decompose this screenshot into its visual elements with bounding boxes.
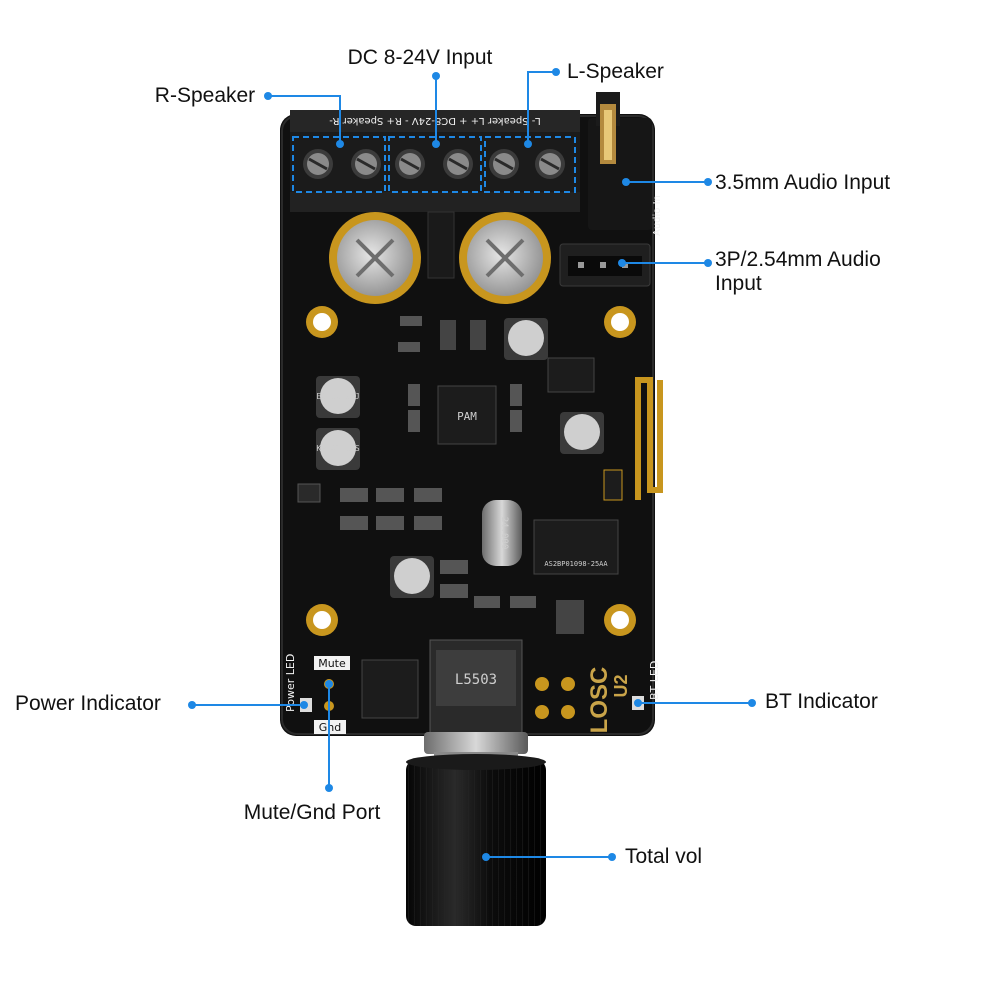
terminal-screws <box>303 149 565 179</box>
bt-led-silkscreen: BT LED <box>648 661 661 700</box>
total-vol-label: Total vol <box>625 845 702 868</box>
pcb-antenna <box>635 377 663 500</box>
mute-silkscreen: Mute <box>318 657 346 670</box>
header-3p <box>559 243 651 287</box>
callout-l-speaker: L-Speaker <box>524 60 664 148</box>
volume-knob <box>406 732 546 926</box>
regulator-label: L5503 <box>455 672 497 688</box>
gold-pads <box>535 677 575 719</box>
audio-35-label: 3.5mm Audio Input <box>715 171 890 194</box>
mute-gnd-port-label: Mute/Gnd Port <box>244 801 381 824</box>
small-smd-parts <box>297 316 623 634</box>
svg-text:24.000: 24.000 <box>499 517 509 550</box>
small-capacitors: E0 10 35J K9 47 16S <box>316 318 604 598</box>
amplifier-chip: PAM <box>437 385 497 445</box>
callout-audio-3p: 3P/2.54mm Audio Input <box>618 248 881 295</box>
large-capacitors <box>329 211 551 304</box>
terminal-silkscreen: L- Speaker L+ + DC8-24V - R+ Speaker R- <box>329 115 541 126</box>
cap-small-1-label: E0 10 35J <box>316 392 359 401</box>
callout-total-vol: Total vol <box>482 845 702 868</box>
cap-small-2-label: K9 47 16S <box>316 444 360 453</box>
mute-chip <box>361 659 419 719</box>
mounting-holes <box>306 306 636 636</box>
bluetooth-chip: AS2BP01098-25AA <box>533 519 619 575</box>
audio-jack-35mm: Audio In <box>588 92 663 236</box>
dc-input-label: DC 8-24V Input <box>348 46 493 69</box>
callout-audio-35mm: 3.5mm Audio Input <box>622 171 890 194</box>
crystal-oscillator: 24.000 <box>482 500 522 566</box>
audio-3p-label-line2: Input <box>715 272 762 295</box>
audio-3p-label-line1: 3P/2.54mm Audio <box>715 248 881 271</box>
r-speaker-label: R-Speaker <box>155 84 255 107</box>
callout-dc-input: DC 8-24V Input <box>348 46 493 148</box>
potentiometer-body: L5503 <box>429 639 523 737</box>
bt-indicator-label: BT Indicator <box>765 690 878 713</box>
callout-bt-indicator: BT Indicator <box>634 690 878 713</box>
power-indicator-label: Power Indicator <box>15 692 161 715</box>
callout-r-speaker: R-Speaker <box>155 84 344 148</box>
brand-logo-text: LOSC <box>586 667 613 734</box>
power-led-silkscreen: Power LED <box>284 654 297 712</box>
callout-mute-gnd: Mute/Gnd Port <box>244 680 381 824</box>
model-text: U2 <box>611 674 631 697</box>
svg-text:AS2BP01098-25AA: AS2BP01098-25AA <box>544 560 608 568</box>
audio-in-silkscreen: Audio In <box>652 195 663 236</box>
callout-power-indicator: Power Indicator <box>15 692 308 715</box>
l-speaker-highlight <box>484 136 576 193</box>
l-speaker-label: L-Speaker <box>567 60 664 83</box>
svg-text:PAM: PAM <box>457 410 477 423</box>
